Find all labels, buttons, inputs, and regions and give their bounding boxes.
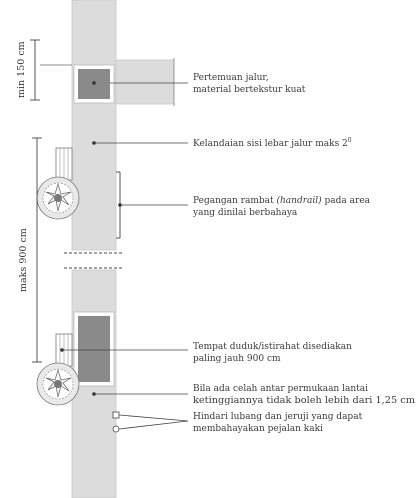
annotation-handrail-line2: yang dinilai berbahaya bbox=[192, 208, 298, 218]
annotation-hole-line1: Hindari lubang dan jeruji yang dapat bbox=[193, 412, 363, 422]
grate-marker bbox=[112, 411, 120, 419]
leader-point bbox=[92, 81, 96, 85]
annotation-handrail-pre: Pegangan rambat bbox=[193, 196, 277, 206]
annotation-slope-degree: 0 bbox=[348, 137, 352, 144]
dimension-label-max: maks 900 cm bbox=[18, 228, 29, 292]
dimension-label-min: min 150 cm bbox=[16, 41, 27, 98]
path-strip-upper bbox=[71, 0, 117, 251]
junction-branch bbox=[115, 59, 175, 105]
annotation-junction-line1: Pertemuan jalur, bbox=[193, 73, 269, 83]
annotation-junction-line2: material bertekstur kuat bbox=[193, 85, 306, 95]
leader-line bbox=[118, 420, 189, 430]
annotation-slope: Kelandaian sisi lebar jalur maks 20 bbox=[193, 137, 352, 149]
annotation-handrail-post: pada area bbox=[322, 196, 371, 206]
tree-icon bbox=[36, 176, 80, 220]
annotation-slope-text: Kelandaian sisi lebar jalur maks 2 bbox=[193, 139, 348, 149]
annotation-handrail-em: (handrail) bbox=[277, 195, 323, 206]
annotation-hole-line2: membahayakan pejalan kaki bbox=[193, 424, 323, 434]
rest-area-block bbox=[78, 316, 110, 382]
leader-line bbox=[118, 414, 189, 422]
annotation-rest-line1: Tempat duduk/istirahat disediakan bbox=[193, 342, 352, 352]
annotation-gap-line1: Bila ada celah antar permukaan lantai bbox=[193, 384, 368, 394]
annotation-handrail-line1: Pegangan rambat (handrail) pada area bbox=[193, 195, 371, 206]
tree-icon bbox=[36, 362, 80, 406]
hole-marker bbox=[112, 425, 120, 433]
annotation-gap-line2: ketinggiannya tidak boleh lebih dari 1,2… bbox=[193, 396, 415, 406]
annotation-rest-line2: paling jauh 900 cm bbox=[193, 354, 281, 364]
